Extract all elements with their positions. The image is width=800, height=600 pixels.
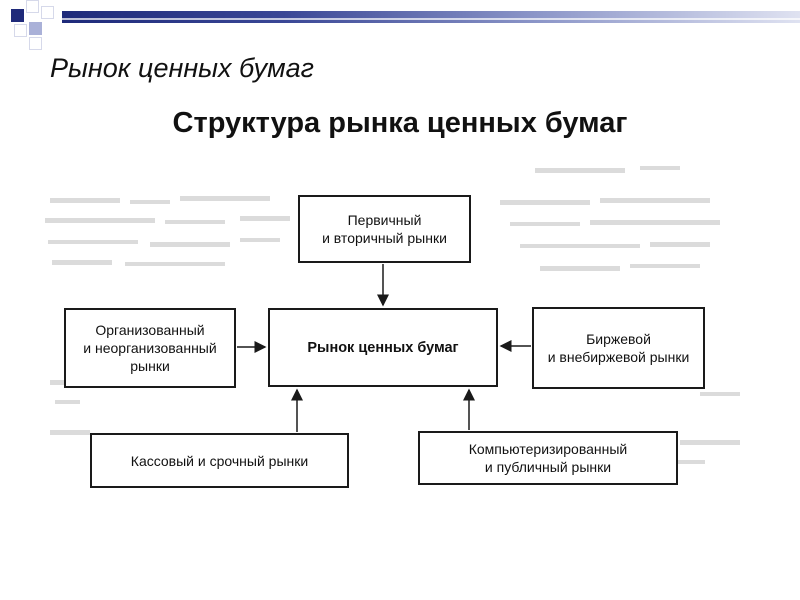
- decor-square: [11, 9, 24, 22]
- header-rule-highlight: [62, 18, 800, 20]
- node-label: Компьютеризированный и публичный рынки: [468, 441, 628, 475]
- node-exchange-otc-markets: Биржевой и внебиржевой рынки: [532, 307, 705, 389]
- decor-square: [41, 6, 54, 19]
- diagram-title: Структура рынка ценных бумаг: [172, 107, 628, 139]
- node-computerized-public-markets: Компьютеризированный и публичный рынки: [418, 431, 678, 485]
- decor-square: [29, 22, 42, 35]
- slide-title: Рынок ценных бумаг: [50, 53, 314, 83]
- node-label: Рынок ценных бумаг: [307, 339, 459, 356]
- header-rule: [62, 11, 800, 23]
- node-spot-futures-markets: Кассовый и срочный рынки: [90, 433, 349, 488]
- node-primary-secondary-markets: Первичный и вторичный рынки: [298, 195, 471, 263]
- node-securities-market: Рынок ценных бумаг: [268, 308, 498, 387]
- node-label: Кассовый и срочный рынки: [130, 452, 309, 469]
- decor-square: [14, 24, 27, 37]
- node-label: Биржевой и внебиржевой рынки: [547, 331, 690, 365]
- node-label: Первичный и вторичный рынки: [322, 212, 447, 246]
- decor-square: [26, 0, 39, 13]
- node-label: Организованный и неорганизованный рынки: [83, 322, 217, 374]
- node-organized-unorganized-markets: Организованный и неорганизованный рынки: [64, 308, 236, 388]
- decor-square: [29, 37, 42, 50]
